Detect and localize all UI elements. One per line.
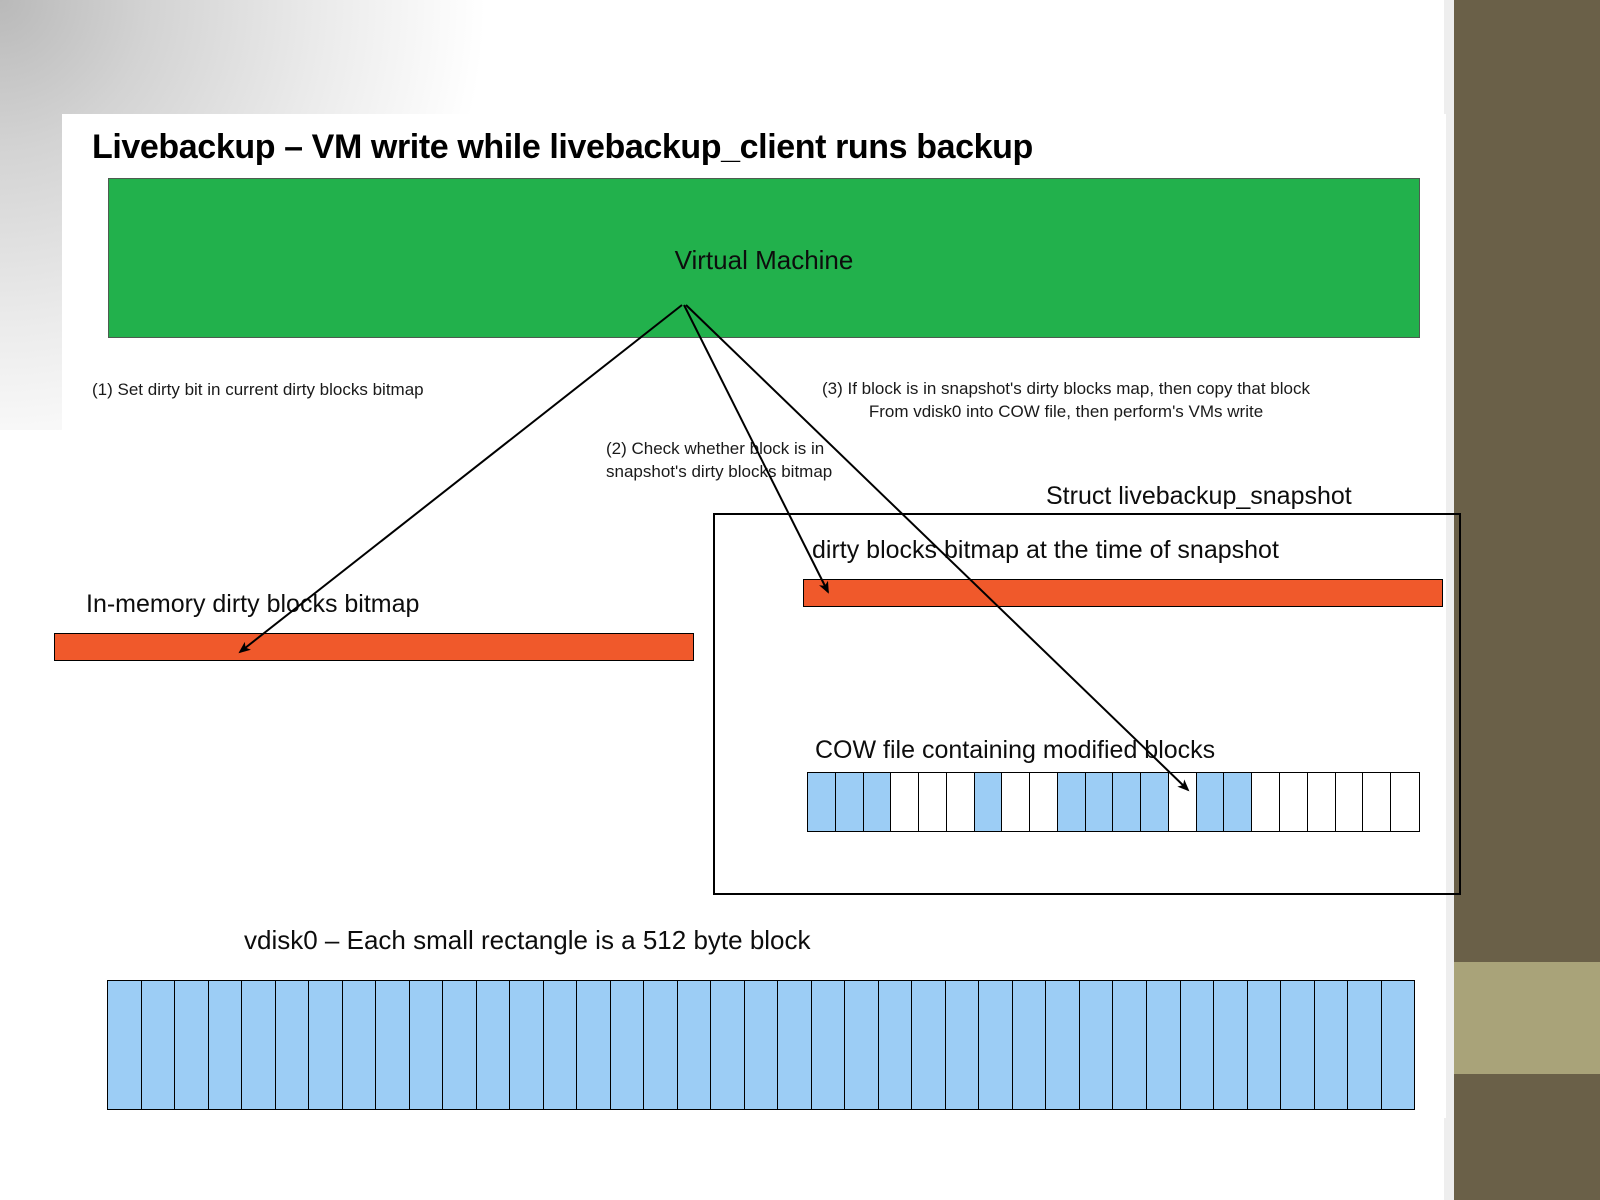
cow-block (1113, 773, 1142, 831)
cow-file-block-strip (807, 772, 1420, 832)
vdisk-block (1046, 981, 1080, 1109)
vdisk-block (208, 981, 243, 1109)
cow-block (1057, 773, 1086, 831)
vdisk-block (1214, 981, 1248, 1109)
vdisk-block (811, 981, 846, 1109)
cow-block (1280, 773, 1308, 831)
annotation-step-3: (3) If block is in snapshot's dirty bloc… (822, 379, 1310, 421)
cow-block (1196, 773, 1225, 831)
virtual-machine-label: Virtual Machine (674, 245, 854, 275)
snapshot-struct-label: Struct livebackup_snapshot (1046, 482, 1352, 510)
vdisk-block (510, 981, 544, 1109)
vdisk0-block-strip (107, 980, 1415, 1110)
vdisk-block (175, 981, 209, 1109)
vdisk-block (242, 981, 276, 1109)
vdisk0-label: vdisk0 – Each small rectangle is a 512 b… (244, 925, 811, 955)
cow-block (1168, 773, 1197, 831)
vdisk-block (409, 981, 444, 1109)
vdisk-block (1247, 981, 1282, 1109)
cow-block (974, 773, 1003, 831)
vdisk-block (1012, 981, 1047, 1109)
vdisk-block (778, 981, 812, 1109)
cow-block (1363, 773, 1392, 831)
snapshot-bitmap-label: dirty blocks bitmap at the time of snaps… (812, 536, 1279, 564)
vdisk-block (476, 981, 511, 1109)
vdisk-block (610, 981, 645, 1109)
cow-block (919, 773, 947, 831)
snapshot-struct-box (713, 513, 1461, 895)
vdisk-block (577, 981, 611, 1109)
vdisk-block (275, 981, 310, 1109)
vdisk-block (141, 981, 176, 1109)
cow-block (1030, 773, 1058, 831)
vdisk-block (744, 981, 779, 1109)
vdisk-block (1348, 981, 1382, 1109)
vdisk-block (342, 981, 377, 1109)
cow-block (1002, 773, 1031, 831)
vdisk-block (1146, 981, 1181, 1109)
annotation-step-1: (1) Set dirty bit in current dirty block… (92, 380, 424, 399)
cow-block (1252, 773, 1281, 831)
cow-file-label: COW file containing modified blocks (815, 736, 1216, 764)
cow-block (1141, 773, 1169, 831)
vdisk-block (878, 981, 913, 1109)
cow-block (1085, 773, 1114, 831)
vdisk-block (644, 981, 678, 1109)
cow-block (1335, 773, 1364, 831)
vdisk-block (1381, 981, 1415, 1109)
cow-block (946, 773, 975, 831)
right-panel-accent-band (1454, 962, 1600, 1074)
vdisk-block (677, 981, 712, 1109)
cow-block (863, 773, 892, 831)
vdisk-block (1113, 981, 1147, 1109)
virtual-machine-box: Virtual Machine (108, 178, 1420, 338)
vdisk-block (945, 981, 980, 1109)
page-title: Livebackup – VM write while livebackup_c… (92, 128, 1033, 166)
vdisk-block (711, 981, 745, 1109)
vdisk-block (1079, 981, 1114, 1109)
vdisk-block (376, 981, 410, 1109)
vdisk-block (443, 981, 477, 1109)
in-memory-bitmap-bar (54, 633, 694, 661)
cow-block (808, 773, 836, 831)
vdisk-block (912, 981, 946, 1109)
vdisk-block (1281, 981, 1315, 1109)
cow-block (835, 773, 864, 831)
vdisk-block (1314, 981, 1349, 1109)
cow-block (1307, 773, 1336, 831)
cow-block (1391, 773, 1419, 831)
cow-block (1224, 773, 1253, 831)
right-decorative-panel (1454, 0, 1600, 1200)
right-panel-gap (1444, 0, 1454, 1200)
vdisk-block (543, 981, 578, 1109)
snapshot-bitmap-bar (803, 579, 1443, 607)
cow-block (891, 773, 920, 831)
vdisk-block (108, 981, 142, 1109)
vdisk-block (309, 981, 343, 1109)
in-memory-bitmap-label: In-memory dirty blocks bitmap (86, 590, 420, 618)
vdisk-block (845, 981, 879, 1109)
vdisk-block (979, 981, 1013, 1109)
annotation-step-2: (2) Check whether block is in snapshot's… (606, 439, 833, 481)
vdisk-block (1180, 981, 1215, 1109)
